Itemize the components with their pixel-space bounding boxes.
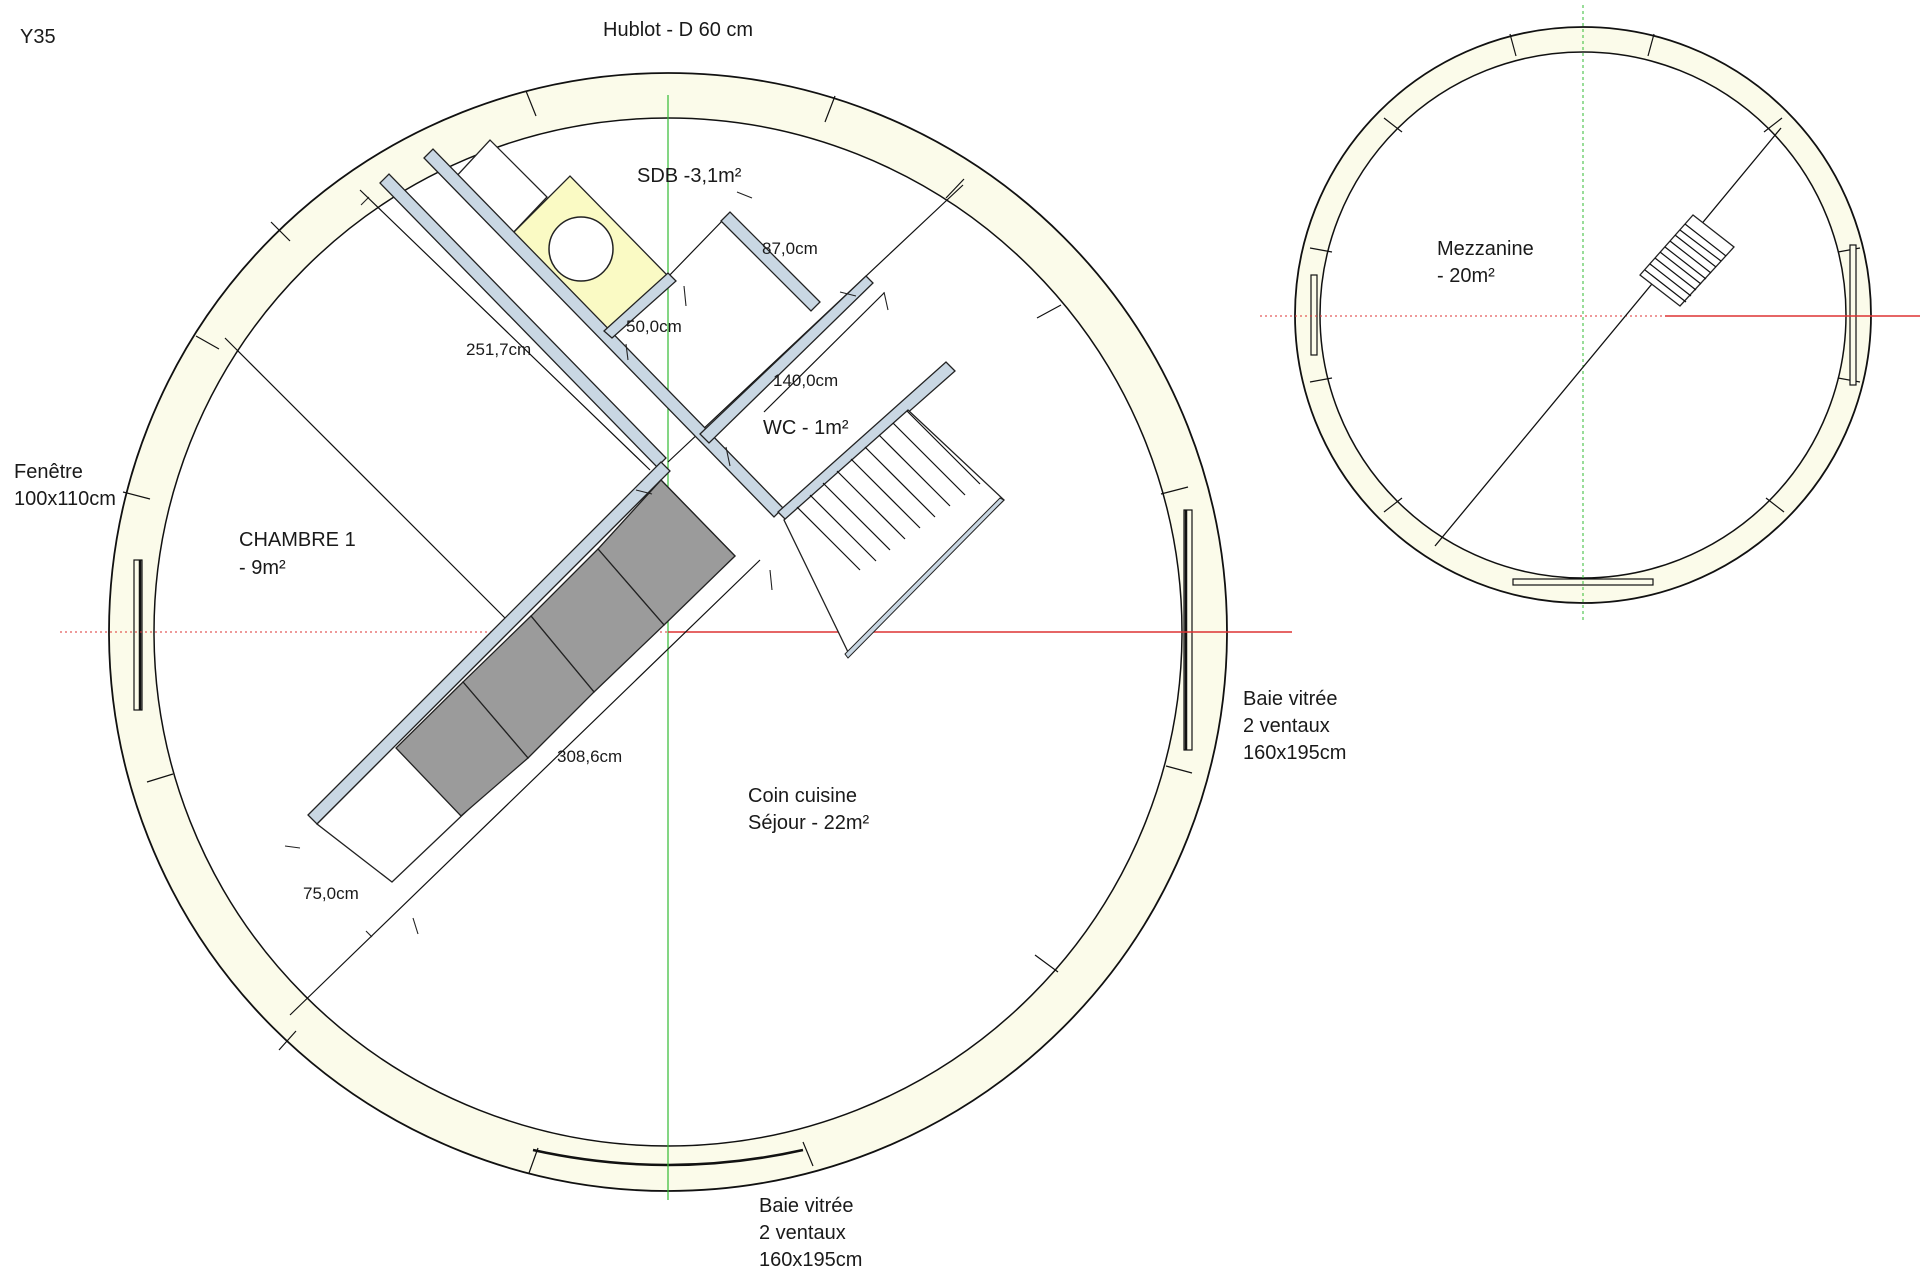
mezzanine-east-opening <box>1849 244 1857 386</box>
mezzanine-floor: Mezzanine - 20m² <box>1260 5 1920 620</box>
room-label-chambre-area: - 9m² <box>239 557 286 579</box>
baie-south-label-line2: 2 ventaux <box>759 1222 846 1244</box>
wall-chambre-sdb <box>379 173 667 468</box>
wall-sdb-lower <box>603 272 677 339</box>
room-label-sdb: SDB -3,1m² <box>637 165 742 187</box>
ring-panel-ticks <box>122 90 1193 1174</box>
dimension-label: 75,0cm <box>303 884 359 903</box>
porthole-label: Hublot - D 60 cm <box>603 19 753 41</box>
storage-units <box>316 479 736 883</box>
wall-stairs-top <box>777 361 956 521</box>
mezzanine-stair-opening <box>1639 214 1735 307</box>
baie-south-label-line3: 160x195cm <box>759 1249 862 1271</box>
window-label-line2: 100x110cm <box>14 488 116 510</box>
baie-east-label-line3: 160x195cm <box>1243 742 1346 764</box>
interior-walls <box>307 148 956 825</box>
room-label-wc: WC - 1m² <box>763 417 849 439</box>
mezzanine-edge <box>1434 127 1782 547</box>
window-west-opening <box>133 559 143 711</box>
room-label-sejour-line1: Coin cuisine <box>748 785 857 807</box>
dimension-ticks <box>284 191 889 938</box>
room-label-mezzanine: Mezzanine <box>1437 238 1534 260</box>
baie-east-opening <box>1183 509 1193 751</box>
dimension-label: 50,0cm <box>626 317 682 336</box>
baie-south-label-line1: Baie vitrée <box>759 1195 854 1217</box>
dimension-label: 87,0cm <box>762 239 818 258</box>
dimension-label: 251,7cm <box>466 340 531 359</box>
shower-drain-icon <box>548 216 614 282</box>
window-openings <box>133 509 1193 1167</box>
room-label-chambre: CHAMBRE 1 <box>239 529 356 551</box>
stairs <box>783 409 1005 659</box>
wall-storage-back <box>307 461 671 825</box>
room-label-sejour-line2: Séjour - 22m² <box>748 812 869 834</box>
wall-wc-side <box>699 275 874 444</box>
baie-east-label-line2: 2 ventaux <box>1243 715 1330 737</box>
wall-wc-top <box>720 211 821 312</box>
drawing-id: Y35 <box>20 26 56 48</box>
mezzanine-ring-ticks <box>1309 33 1861 513</box>
room-label-mezzanine-area: - 20m² <box>1437 265 1495 287</box>
window-label-line1: Fenêtre <box>14 461 83 483</box>
mezzanine-west-opening <box>1310 274 1318 356</box>
dimension-label: 308,6cm <box>557 747 622 766</box>
main-floor: Y35 Hublot - D 60 cm Fenêtre 100x110cm B… <box>14 19 1346 1271</box>
baie-east-label-line1: Baie vitrée <box>1243 688 1338 710</box>
dimension-label: 140,0cm <box>773 371 838 390</box>
